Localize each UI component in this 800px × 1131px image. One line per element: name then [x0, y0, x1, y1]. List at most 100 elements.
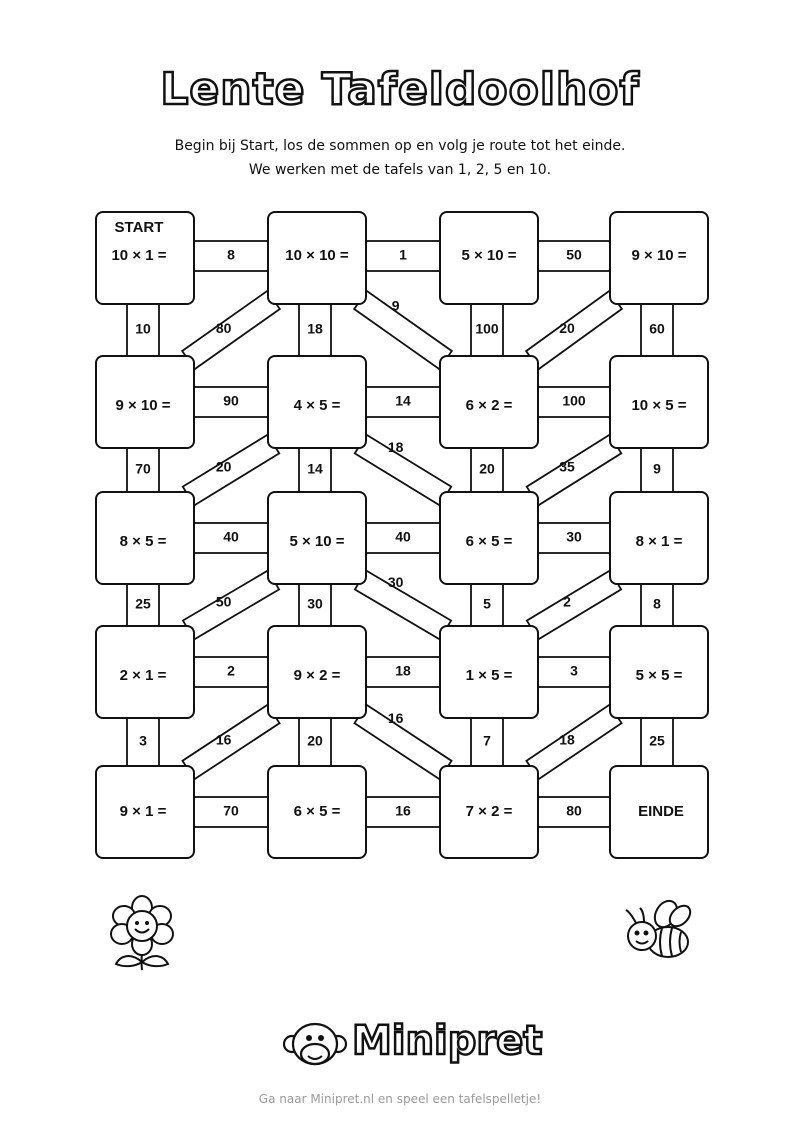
horizontal-path: 80: [533, 796, 615, 828]
cell-sum: 7 × 2 =: [466, 803, 513, 820]
cell-box: [95, 491, 195, 585]
cell-sum: 8 × 1 =: [636, 533, 683, 550]
diagonal-label: 30: [388, 574, 404, 590]
vertical-label: 14: [307, 461, 323, 477]
end-label: EINDE: [638, 803, 684, 820]
vertical-path: 70: [126, 443, 160, 497]
bee-icon: [625, 899, 692, 958]
horizontal-label: 16: [395, 803, 411, 819]
horizontal-path: 70: [189, 796, 273, 828]
horizontal-bar: [533, 240, 615, 272]
horizontal-bar: [361, 796, 445, 828]
cell-box: [267, 625, 367, 719]
vertical-label: 30: [307, 596, 323, 612]
brand-logo-text: Minipret: [351, 1017, 544, 1066]
vertical-label: 70: [135, 461, 151, 477]
maze-cell: 9 × 10 =: [609, 211, 709, 305]
cell-box: [439, 355, 539, 449]
diagonal-label: 35: [559, 459, 575, 475]
cell-box: [267, 211, 367, 305]
cell-sum: 9 × 2 =: [294, 667, 341, 684]
horizontal-label: 3: [570, 663, 578, 679]
horizontal-label: 1: [399, 247, 407, 263]
cell-sum: 2 × 1 =: [120, 667, 167, 684]
cell-box: [95, 355, 195, 449]
cell-box: [609, 355, 709, 449]
diagonal-path: 18: [353, 433, 453, 507]
diagonal-path: 9: [352, 289, 454, 371]
diagonal-label: 20: [216, 459, 232, 475]
cell-box: [267, 491, 367, 585]
vertical-path: 20: [298, 713, 332, 771]
maze-cell: 6 × 5 =: [439, 491, 539, 585]
horizontal-path: 16: [361, 796, 445, 828]
horizontal-label: 30: [566, 529, 582, 545]
diagonal-path: 16: [353, 703, 453, 781]
maze-cell: 6 × 5 =: [267, 765, 367, 859]
maze-cell: 9 × 1 =: [95, 765, 195, 859]
diagonal-label: 16: [216, 731, 232, 747]
maze-cell: 9 × 2 =: [267, 625, 367, 719]
vertical-bar: [126, 579, 160, 631]
diagonal-path: 18: [525, 703, 623, 781]
vertical-label: 7: [483, 733, 491, 749]
vertical-path: 3: [126, 713, 160, 771]
maze-cell: 5 × 10 =: [267, 491, 367, 585]
cell-box: [439, 625, 539, 719]
diagonal-bar: [525, 569, 623, 641]
diagonal-path: 50: [181, 569, 281, 641]
horizontal-label: 70: [223, 803, 239, 819]
vertical-label: 3: [139, 733, 147, 749]
vertical-label: 18: [307, 321, 323, 337]
maze-cell: 5 × 10 =: [439, 211, 539, 305]
monkey-logo-icon: [282, 1022, 348, 1066]
cell-box: [439, 491, 539, 585]
page-title: Lente Tafeldoolhof: [159, 63, 640, 117]
cell-box: [439, 211, 539, 305]
diagonal-path: 35: [525, 433, 623, 507]
vertical-path: 100: [470, 299, 504, 361]
cell-sum: 5 × 10 =: [461, 247, 516, 264]
instruction-line-2: We werken met de tafels van 1, 2, 5 en 1…: [248, 162, 552, 178]
cell-sum: 1 × 5 =: [466, 667, 513, 684]
horizontal-path: 8: [189, 240, 273, 272]
horizontal-path: 40: [361, 522, 445, 554]
vertical-label: 20: [479, 461, 495, 477]
horizontal-path: 30: [533, 522, 615, 554]
diagonal-label: 2: [563, 593, 571, 609]
horizontal-label: 8: [227, 247, 235, 263]
cell-box: [267, 355, 367, 449]
maze-cell: 8 × 5 =: [95, 491, 195, 585]
maze-cell: 10 × 10 =: [267, 211, 367, 305]
vertical-label: 60: [649, 321, 665, 337]
vertical-label: 8: [653, 596, 661, 612]
maze-cell: 8 × 1 =: [609, 491, 709, 585]
cell-sum: 6 × 5 =: [294, 803, 341, 820]
vertical-label: 20: [307, 733, 323, 749]
horizontal-path: 100: [533, 386, 615, 418]
cell-box: [95, 211, 195, 305]
maze-cell: 7 × 2 =: [439, 765, 539, 859]
diagonal-label: 18: [388, 439, 404, 455]
diagonal-bar: [352, 289, 454, 371]
diagonal-path: 16: [181, 703, 281, 781]
cell-sum: 8 × 5 =: [120, 533, 167, 550]
cell-box: [439, 765, 539, 859]
cell-sum: 6 × 2 =: [466, 397, 513, 414]
horizontal-label: 40: [395, 529, 411, 545]
vertical-path: 25: [126, 579, 160, 631]
horizontal-path: 50: [533, 240, 615, 272]
end-cell: EINDE: [609, 765, 709, 859]
maze-cell: 9 × 10 =: [95, 355, 195, 449]
cell-box: [95, 625, 195, 719]
vertical-bar: [298, 299, 332, 361]
horizontal-path: 1: [361, 240, 445, 272]
horizontal-bar: [189, 796, 273, 828]
vertical-label: 25: [649, 733, 665, 749]
vertical-path: 25: [640, 713, 674, 771]
horizontal-path: 14: [361, 386, 445, 418]
diagonal-label: 16: [388, 710, 404, 726]
horizontal-path: 2: [189, 656, 273, 688]
diagonal-path: 2: [525, 569, 623, 641]
